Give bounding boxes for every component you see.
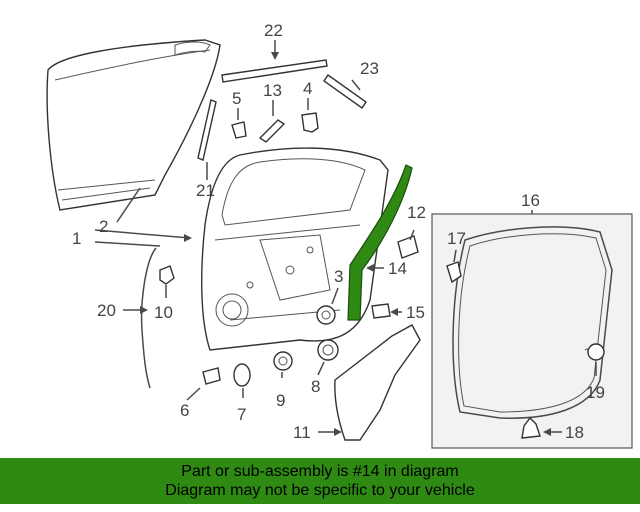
callout-13: 13 xyxy=(263,81,282,100)
callout-3: 3 xyxy=(334,267,343,286)
callout-6: 6 xyxy=(180,401,189,420)
callout-10: 10 xyxy=(154,303,173,322)
callout-16: 16 xyxy=(521,191,540,210)
callout-labels: 1 2 3 4 5 6 7 8 9 10 11 12 13 14 15 16 1… xyxy=(72,21,605,442)
callout-7: 7 xyxy=(237,405,246,424)
callout-2: 2 xyxy=(99,217,108,236)
part-7-cap[interactable] xyxy=(233,363,251,387)
callout-5: 5 xyxy=(232,89,241,108)
callout-14: 14 xyxy=(388,259,407,278)
callout-11: 11 xyxy=(293,423,311,442)
weatherstrip-14[interactable] xyxy=(347,164,413,321)
clip-10[interactable] xyxy=(159,265,175,285)
callout-19: 19 xyxy=(586,383,605,402)
service-cover-11[interactable] xyxy=(334,324,421,441)
callout-12: 12 xyxy=(407,203,426,222)
clip-15[interactable] xyxy=(371,303,391,319)
banner-line-1: Part or sub-assembly is #14 in diagram xyxy=(181,463,459,480)
arrowheads xyxy=(140,52,551,436)
cable-20[interactable] xyxy=(140,247,157,389)
callout-22: 22 xyxy=(264,21,283,40)
bracket-4[interactable] xyxy=(301,112,319,133)
callout-17: 17 xyxy=(447,229,466,248)
callout-4: 4 xyxy=(303,79,312,98)
callout-20: 20 xyxy=(97,301,116,320)
part-19-clip[interactable] xyxy=(584,343,605,361)
part-18-clip[interactable] xyxy=(521,416,541,439)
belt-moulding[interactable] xyxy=(221,59,328,83)
door-seal[interactable] xyxy=(452,226,613,419)
callout-1: 1 xyxy=(72,229,81,248)
info-banner: Part or sub-assembly is #14 in diagram D… xyxy=(0,458,640,504)
grommet-3[interactable] xyxy=(316,305,336,325)
callout-8: 8 xyxy=(311,377,320,396)
trim-strip-23[interactable] xyxy=(323,74,367,109)
plug-9[interactable] xyxy=(273,351,293,371)
parts-diagram: 1 2 3 4 5 6 7 8 9 10 11 12 13 14 15 16 1… xyxy=(46,21,633,449)
clip-5[interactable] xyxy=(231,121,247,139)
banner-line-2: Diagram may not be specific to your vehi… xyxy=(165,482,475,499)
callout-21: 21 xyxy=(196,181,215,200)
clip-17[interactable] xyxy=(446,261,462,284)
plug-8[interactable] xyxy=(317,339,339,361)
part-12-pad[interactable] xyxy=(397,235,419,259)
trim-13[interactable] xyxy=(258,119,286,143)
callout-15: 15 xyxy=(406,303,425,322)
callout-23: 23 xyxy=(360,59,379,78)
box-16 xyxy=(431,213,633,449)
callout-9: 9 xyxy=(276,391,285,410)
door-outer-panel[interactable] xyxy=(46,39,221,211)
callout-18: 18 xyxy=(565,423,584,442)
glass-run-strip[interactable] xyxy=(197,99,217,161)
part-6-bracket[interactable] xyxy=(202,367,221,385)
